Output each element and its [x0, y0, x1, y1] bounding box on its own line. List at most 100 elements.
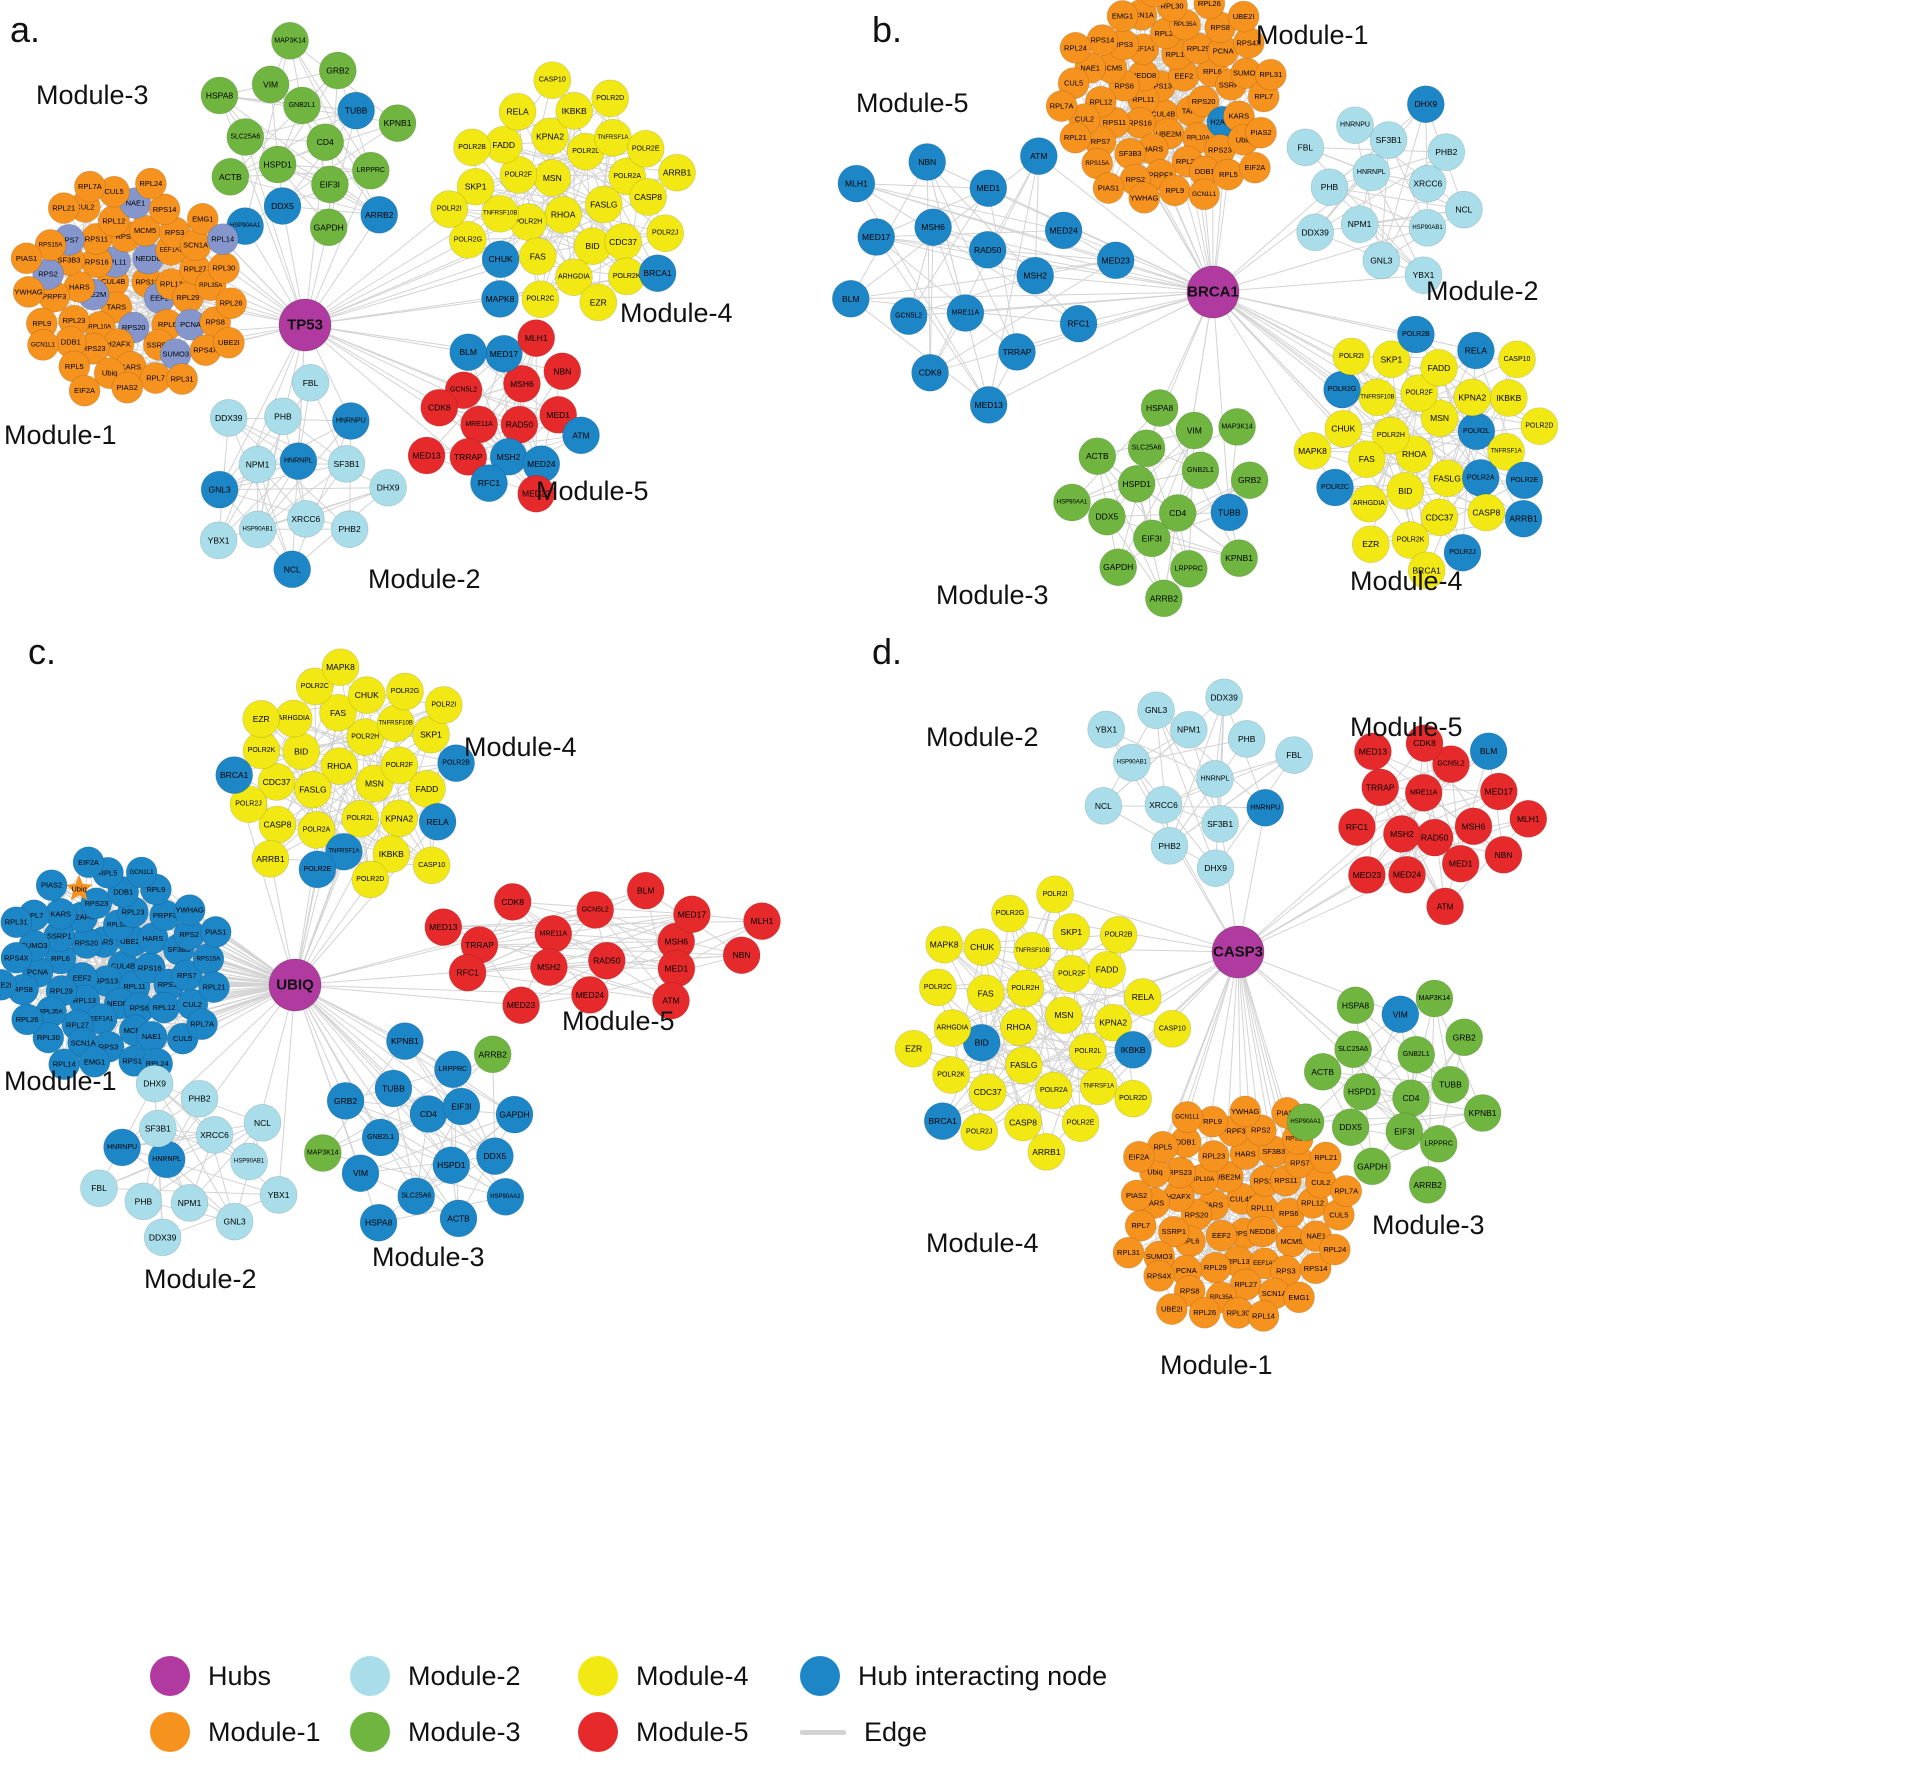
gene-node[interactable] [263, 187, 302, 225]
gene-node[interactable] [1034, 1071, 1073, 1110]
gene-node[interactable] [1457, 331, 1495, 370]
gene-node[interactable] [407, 436, 446, 475]
gene-node[interactable] [330, 510, 369, 548]
gene-node[interactable] [1143, 1260, 1176, 1292]
gene-node[interactable] [1127, 429, 1166, 468]
gene-node[interactable] [48, 1048, 81, 1081]
gene-node[interactable] [1019, 137, 1058, 175]
gene-node[interactable] [857, 218, 896, 256]
gene-node[interactable] [199, 916, 232, 948]
gene-node[interactable] [195, 1116, 234, 1154]
gene-node[interactable] [1408, 208, 1447, 247]
gene-node[interactable] [1205, 1219, 1238, 1252]
gene-node[interactable] [1239, 151, 1271, 184]
gene-node[interactable] [0, 968, 17, 1001]
gene-node[interactable] [1372, 340, 1411, 379]
gene-node[interactable] [374, 1069, 413, 1108]
gene-node[interactable] [325, 832, 363, 871]
gene-node[interactable] [1247, 1300, 1280, 1332]
gene-node[interactable] [34, 229, 67, 261]
gene-node[interactable] [1408, 164, 1447, 203]
gene-node[interactable] [925, 925, 964, 964]
gene-node[interactable] [264, 397, 302, 436]
gene-node[interactable] [1454, 807, 1493, 846]
gene-node[interactable] [576, 891, 615, 929]
gene-node[interactable] [432, 1146, 471, 1185]
gene-node[interactable] [1340, 205, 1379, 244]
gene-node[interactable] [273, 550, 312, 589]
gene-node[interactable] [1338, 808, 1376, 846]
gene-node[interactable] [1188, 1296, 1221, 1329]
gene-node[interactable] [1299, 1252, 1332, 1285]
gene-node[interactable] [200, 76, 239, 115]
gene-node[interactable] [439, 1199, 478, 1238]
gene-node[interactable] [449, 333, 488, 372]
gene-node[interactable] [579, 283, 618, 322]
gene-node[interactable] [251, 839, 290, 878]
gene-node[interactable] [1415, 979, 1454, 1018]
gene-node[interactable] [1467, 493, 1506, 532]
gene-node[interactable] [1331, 1108, 1370, 1147]
gene-node[interactable] [1385, 1112, 1424, 1151]
gene-node[interactable] [1140, 389, 1179, 427]
gene-node[interactable] [1193, 0, 1226, 20]
gene-node[interactable] [1504, 499, 1543, 538]
gene-node[interactable] [448, 953, 487, 992]
gene-node[interactable] [1404, 773, 1443, 812]
gene-node[interactable] [1286, 128, 1325, 167]
gene-node[interactable] [1171, 1101, 1204, 1133]
gene-node[interactable] [103, 1128, 141, 1167]
gene-node[interactable] [372, 835, 411, 873]
gene-node[interactable] [326, 1082, 365, 1120]
gene-node[interactable] [481, 194, 520, 233]
gene-node[interactable] [303, 1134, 342, 1172]
gene-node[interactable] [587, 941, 626, 980]
gene-node[interactable] [473, 1035, 512, 1074]
gene-node[interactable] [894, 1029, 933, 1068]
gene-node[interactable] [27, 329, 59, 361]
gene-node[interactable] [584, 185, 623, 224]
gene-node[interactable] [1114, 1079, 1152, 1118]
gene-node[interactable] [1354, 732, 1392, 771]
gene-node[interactable] [420, 388, 459, 427]
gene-node[interactable] [360, 195, 399, 234]
gene-node[interactable] [1420, 348, 1458, 387]
gene-node[interactable] [259, 1176, 298, 1214]
gene-node[interactable] [337, 91, 375, 130]
gene-node[interactable] [11, 1003, 43, 1036]
gene-node[interactable] [555, 258, 593, 297]
gene-node[interactable] [1361, 768, 1400, 807]
gene-node[interactable] [361, 1118, 400, 1157]
gene-node[interactable] [1004, 1046, 1043, 1085]
gene-node[interactable] [1372, 416, 1410, 455]
gene-node[interactable] [80, 1169, 118, 1208]
gene-node[interactable] [309, 208, 348, 247]
gene-node[interactable] [1404, 256, 1443, 295]
gene-node[interactable] [318, 51, 357, 90]
gene-node[interactable] [518, 237, 557, 276]
gene-node[interactable] [969, 386, 1008, 424]
gene-node[interactable] [242, 700, 281, 738]
gene-node[interactable] [1027, 1132, 1066, 1171]
gene-node[interactable] [1479, 772, 1518, 811]
gene-node[interactable] [424, 686, 463, 724]
gene-node[interactable] [1053, 483, 1091, 522]
gene-node[interactable] [1188, 178, 1221, 211]
gene-node[interactable] [629, 178, 667, 216]
gene-node[interactable] [1275, 736, 1313, 774]
gene-node[interactable] [960, 1113, 999, 1151]
gene-node[interactable] [498, 92, 537, 131]
gene-node[interactable] [968, 230, 1007, 269]
gene-node[interactable] [1443, 533, 1482, 572]
gene-node[interactable] [412, 846, 451, 885]
gene-node[interactable] [12, 276, 45, 308]
gene-node[interactable] [1201, 804, 1239, 843]
gene-node[interactable] [495, 1095, 534, 1134]
gene-node[interactable] [1181, 451, 1220, 490]
gene-node[interactable] [0, 906, 33, 939]
gene-node[interactable] [10, 242, 43, 275]
gene-node[interactable] [286, 500, 325, 538]
gene-node[interactable] [1381, 995, 1420, 1034]
gene-node[interactable] [499, 155, 538, 194]
gene-node[interactable] [279, 442, 318, 480]
